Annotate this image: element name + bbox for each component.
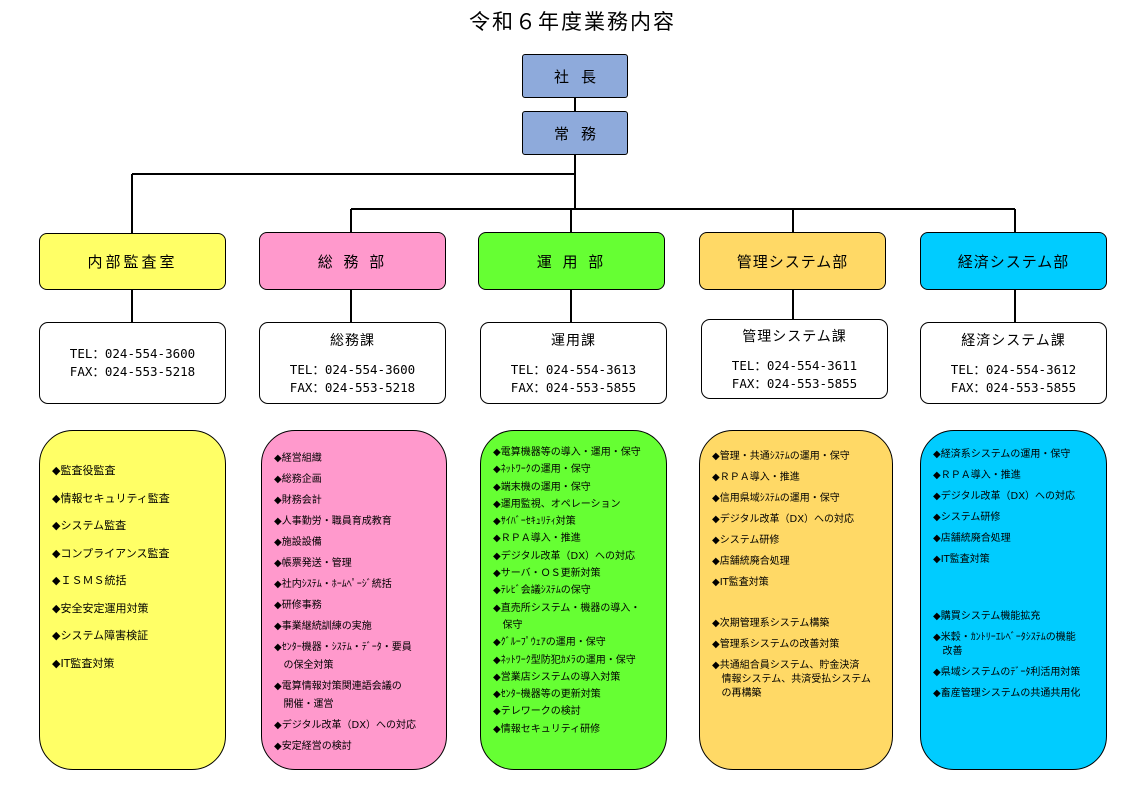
tel-text: TEL：024-554-3613 xyxy=(510,361,637,377)
duty-item: ◆県域システムのﾃﾞｰﾀ利活用対策 xyxy=(933,667,1081,678)
duty-item: ◆端末機の運用・保守 xyxy=(493,481,591,493)
contact-card-internal-audit: TEL：024-554-3600 FAX：024-553-5218 xyxy=(39,322,226,404)
duty-item: ◆ｾﾝﾀｰ機器・ｼｽﾃﾑ・ﾃﾞｰﾀ・要員 の保全対策 xyxy=(274,642,412,671)
duty-item: ◆直売所システム・機器の導入・ 保守 xyxy=(493,602,641,631)
duty-item: ◆コンプライアンス監査 xyxy=(52,546,170,560)
duty-item: ◆事業継続訓練の実施 xyxy=(274,621,372,632)
duty-item: ◆監査役監査 xyxy=(52,464,116,477)
duty-item: ◆サーバ・ＯＳ更新対策 xyxy=(493,568,601,580)
duty-item: ◆ＲＰＡ導入・推進 xyxy=(933,470,1021,481)
duty-item: ◆米穀・ｶﾝﾄﾘｰｴﾚﾍﾞｰﾀｼｽﾃﾑの機能 改善 xyxy=(933,632,1076,657)
duty-item: ◆研修事務 xyxy=(274,600,322,611)
duty-item: ◆ＩＳＭＳ統括 xyxy=(52,574,127,587)
duty-item: ◆システム障害検証 xyxy=(52,629,149,642)
contact-card-economic-system: 経済システム課 TEL：024-554-3612 FAX：024-553-585… xyxy=(920,322,1107,404)
duty-item: ◆購買システム機能拡充 xyxy=(933,611,1041,622)
duties-general-affairs: ◆経営組織 ◆総務企画 ◆財務会計 ◆人事勤労・職員育成教育 ◆施設設備 ◆帳票… xyxy=(261,430,447,770)
duty-item: ◆施設設備 xyxy=(274,537,322,548)
duty-item: ◆人事勤労・職員育成教育 xyxy=(274,516,392,527)
fax-text: FAX：024-553-5855 xyxy=(731,375,858,391)
duty-item: ◆デジタル改革（DX）への対応 xyxy=(493,550,636,562)
fax-text: FAX：024-553-5218 xyxy=(289,379,416,395)
duty-item: ◆共通組合員システム、貯金決済 情報システム、共済受払システム の再構築 xyxy=(712,660,871,699)
duty-item: ◆電算機器等の導入・運用・保守 xyxy=(493,447,641,458)
duty-item: ◆ＲＰＡ導入・推進 xyxy=(712,472,800,483)
duty-item: ◆信用県域ｼｽﾃﾑの運用・保守 xyxy=(712,493,840,504)
duties-operations: ◆電算機器等の導入・運用・保守 ◆ﾈｯﾄﾜｰｸの運用・保守 ◆端末機の運用・保守… xyxy=(480,430,667,770)
tel-text: TEL：024-554-3612 xyxy=(950,361,1077,377)
duty-item: ◆経営組織 xyxy=(274,453,322,464)
duty-item: ◆安全安定運用対策 xyxy=(52,601,149,615)
dept-economic-system: 経済システム部 xyxy=(920,232,1107,290)
contact-card-general-affairs: 総務課 TEL：024-554-3600 FAX：024-553-5218 xyxy=(259,322,446,404)
duty-item: ◆社内ｼｽﾃﾑ・ﾎｰﾑﾍﾟｰｼﾞ統括 xyxy=(274,579,392,590)
tel-text: TEL：024-554-3600 xyxy=(69,346,196,361)
duty-item: ◆管理系システムの改善対策 xyxy=(712,639,840,650)
president-box: 社長 xyxy=(522,54,628,98)
duties-management-system: ◆管理・共通ｼｽﾃﾑの運用・保守 ◆ＲＰＡ導入・推進 ◆信用県域ｼｽﾃﾑの運用・… xyxy=(699,430,893,770)
duties-internal-audit: ◆監査役監査 ◆情報セキュリティ監査 ◆システム監査 ◆コンプライアンス監査 ◆… xyxy=(39,430,226,770)
duty-item: ◆畜産管理システムの共通共用化 xyxy=(933,688,1081,699)
duty-item: ◆ﾈｯﾄﾜｰｸ型防犯ｶﾒﾗの運用・保守 xyxy=(493,654,636,666)
tel-text: TEL：024-554-3600 xyxy=(289,361,416,377)
duty-item: ◆管理・共通ｼｽﾃﾑの運用・保守 xyxy=(712,451,850,462)
duty-item: ◆デジタル改革（DX）への対応 xyxy=(933,491,1076,502)
duty-item: ◆デジタル改革（DX）への対応 xyxy=(712,514,855,525)
duty-item: ◆営業店システムの導入対策 xyxy=(493,671,621,683)
duty-item: ◆IT監査対策 xyxy=(52,656,115,670)
duty-item: ◆電算情報対策関連語会議の 開催・運営 xyxy=(274,681,402,710)
tel-text: TEL：024-554-3611 xyxy=(731,357,858,373)
duty-item: ◆ｻｲﾊﾞｰｾｷｭﾘﾃｨ対策 xyxy=(493,516,576,528)
duty-item: ◆情報セキュリティ監査 xyxy=(52,491,170,505)
section-name: 総務課 xyxy=(330,332,375,349)
duty-item: ◆店舗統廃合処理 xyxy=(933,533,1011,544)
page-title: 令和６年度業務内容 xyxy=(469,10,676,34)
section-name: 運用課 xyxy=(551,332,596,349)
dept-internal-audit: 内部監査室 xyxy=(39,233,226,290)
duty-item: ◆経済系システムの運用・保守 xyxy=(933,449,1071,460)
duty-item: ◆財務会計 xyxy=(274,495,322,506)
duty-item: ◆システム研修 xyxy=(712,535,780,546)
duty-item: ◆IT監査対策 xyxy=(933,554,990,565)
duty-item: ◆ﾃﾚﾋﾞ会議ｼｽﾃﾑの保守 xyxy=(493,585,591,597)
duty-item: ◆安定経営の検討 xyxy=(274,741,352,752)
duty-item: ◆デジタル改革（DX）への対応 xyxy=(274,720,417,731)
duty-item: ◆店舗統廃合処理 xyxy=(712,556,790,567)
duty-item: ◆情報セキュリティ研修 xyxy=(493,723,601,735)
managing-director-box: 常務 xyxy=(522,111,628,155)
duty-item: ◆ﾈｯﾄﾜｰｸの運用・保守 xyxy=(493,464,591,476)
duty-item: ◆システム監査 xyxy=(52,519,127,532)
dept-operations: 運 用 部 xyxy=(478,232,665,290)
duty-item: ◆帳票発送・管理 xyxy=(274,558,352,569)
duty-item: ◆ｾﾝﾀｰ機器等の更新対策 xyxy=(493,689,601,701)
duty-item: ◆ＲＰＡ導入・推進 xyxy=(493,533,581,545)
duty-item: ◆総務企画 xyxy=(274,474,322,485)
fax-text: FAX：024-553-5218 xyxy=(69,364,196,379)
duty-item: ◆次期管理系システム構築 xyxy=(712,618,830,629)
duty-item: ◆ｸﾞﾙｰﾌﾟｳｪｱの運用・保守 xyxy=(493,637,606,649)
fax-text: FAX：024-553-5855 xyxy=(950,379,1077,395)
section-name: 経済システム課 xyxy=(961,332,1066,349)
fax-text: FAX：024-553-5855 xyxy=(510,379,637,395)
duty-item: ◆システム研修 xyxy=(933,512,1001,523)
dept-general-affairs: 総 務 部 xyxy=(259,232,446,290)
dept-management-system: 管理システム部 xyxy=(699,232,886,290)
duty-item: ◆テレワークの検討 xyxy=(493,706,581,718)
contact-card-management-system: 管理システム課 TEL：024-554-3611 FAX：024-553-585… xyxy=(701,319,888,399)
duty-item: ◆IT監査対策 xyxy=(712,577,769,588)
duty-item: ◆運用監視、オペレーション xyxy=(493,498,621,510)
contact-card-operations: 運用課 TEL：024-554-3613 FAX：024-553-5855 xyxy=(480,322,667,404)
duties-economic-system: ◆経済系システムの運用・保守 ◆ＲＰＡ導入・推進 ◆デジタル改革（DX）への対応… xyxy=(920,430,1107,770)
section-name: 管理システム課 xyxy=(742,328,847,345)
